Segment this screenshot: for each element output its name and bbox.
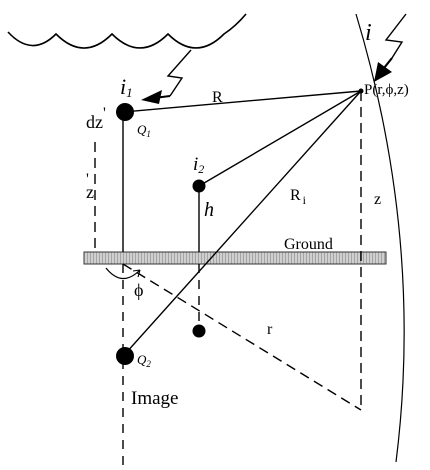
current-i2-label: i2 — [193, 154, 204, 176]
charge-q1-label: Q1 — [137, 122, 151, 139]
lightning-bolt-icon — [374, 13, 407, 82]
angle-phi-label: ϕ — [134, 280, 143, 300]
distance-R-line — [122, 90, 362, 113]
distance-i2-line — [198, 90, 362, 187]
image-label: Image — [131, 388, 178, 409]
charge-q2-label: Q2 — [137, 352, 151, 369]
element-dz-label: dz' — [86, 105, 106, 132]
ground-plane — [83, 251, 387, 265]
height-zprime-label: z' — [86, 171, 94, 202]
charge-q1 — [116, 103, 134, 121]
radius-r-label: r — [267, 321, 273, 338]
angle-phi-arc — [105, 267, 141, 280]
distance-Ri-line — [124, 90, 362, 355]
radius-r-line — [122, 263, 362, 411]
distance-R-label: R — [212, 89, 223, 106]
height-h-label: h — [204, 199, 214, 221]
source-current-label: i — [365, 20, 372, 46]
point-p-label: P(r,ϕ,z) — [364, 82, 409, 98]
lightning-bolt-icon — [141, 49, 192, 104]
ground-label: Ground — [284, 236, 333, 253]
height-z-label: z — [374, 191, 381, 208]
angle-phi-arrow — [132, 269, 141, 278]
current-i1-label: i1 — [120, 74, 133, 100]
charge-q2 — [116, 347, 134, 365]
point-p — [358, 88, 364, 94]
equidistant-arc — [355, 13, 405, 463]
charge-i2 — [192, 179, 206, 193]
cloud-icon — [7, 13, 247, 49]
charge-i2-image — [192, 324, 206, 338]
